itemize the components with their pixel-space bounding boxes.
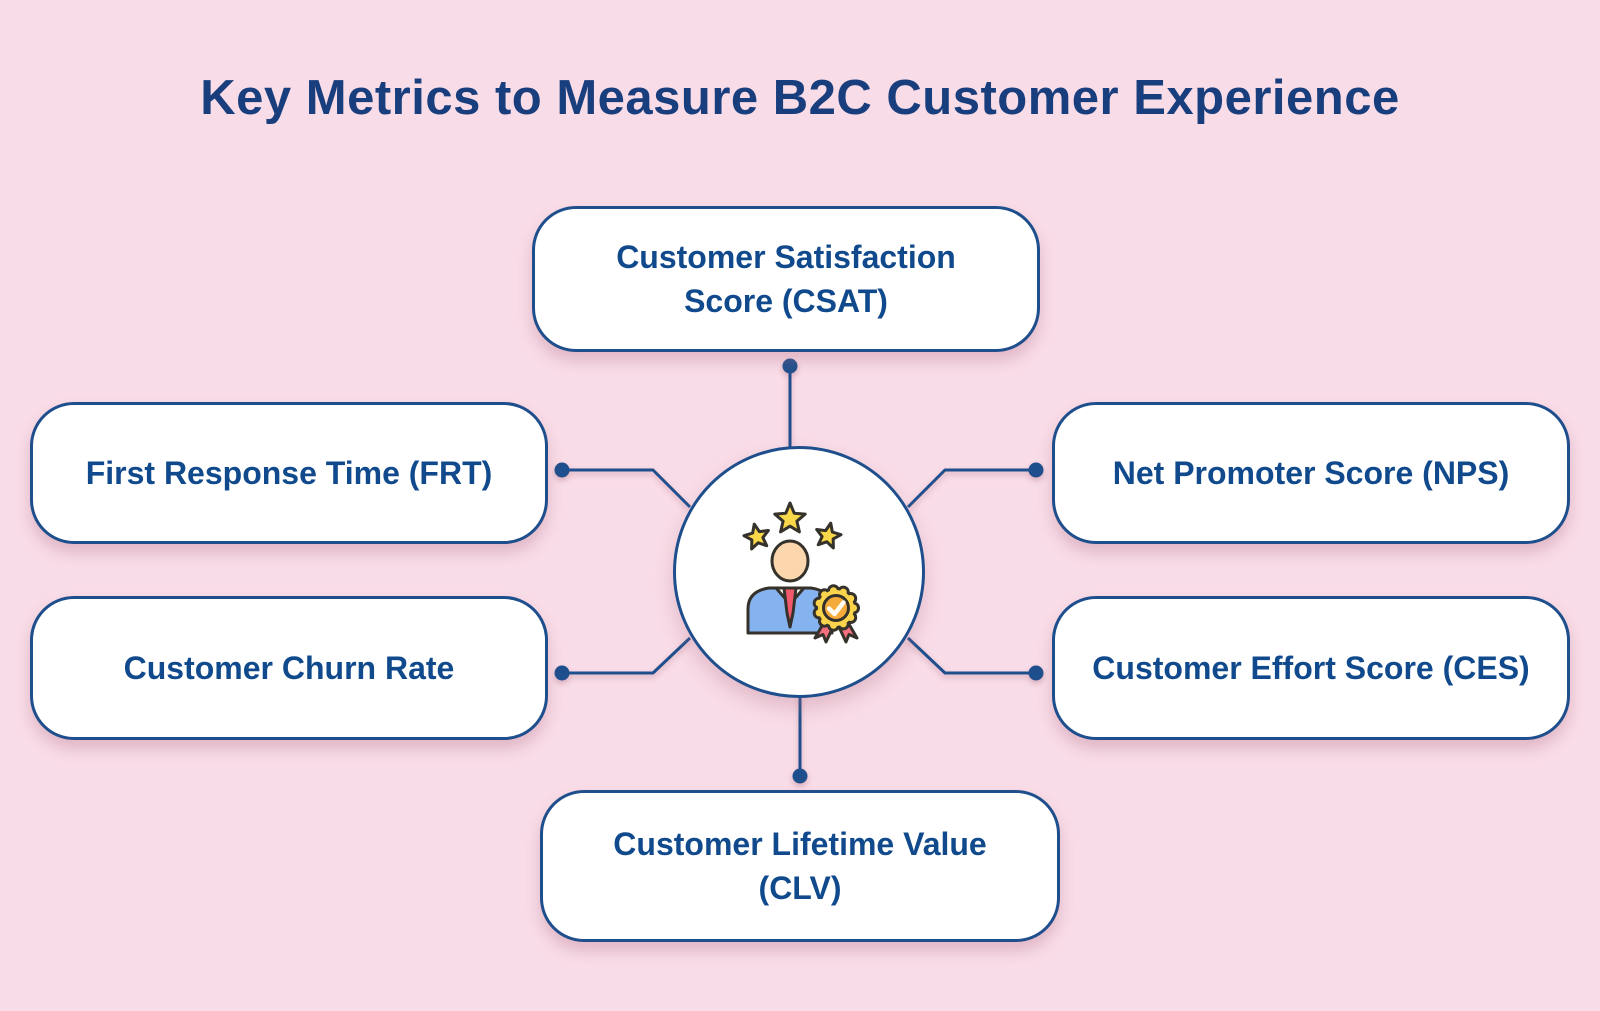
connector-nps [906, 468, 1036, 509]
metric-box-clv: Customer Lifetime Value (CLV) [540, 790, 1060, 942]
metric-box-csat: Customer Satisfaction Score (CSAT) [532, 206, 1040, 352]
connector-dot-nps [1028, 462, 1044, 478]
metric-box-churn: Customer Churn Rate [30, 596, 548, 740]
metric-label: Customer Churn Rate [123, 649, 455, 686]
customer-rating-icon [740, 501, 860, 644]
metric-label: Net Promoter Score (NPS) [1112, 454, 1510, 491]
connector-ces [906, 636, 1036, 675]
metric-label: Customer Satisfaction Score (CSAT) [616, 238, 956, 319]
page-title: Key Metrics to Measure B2C Customer Expe… [200, 71, 1400, 125]
connector-churn [562, 636, 692, 675]
connector-dot-frt [554, 462, 570, 478]
metric-box-frt: First Response Time (FRT) [30, 402, 548, 544]
metric-label: First Response Time (FRT) [85, 454, 493, 491]
connector-frt [562, 468, 692, 509]
metric-label: Customer Effort Score (CES) [1092, 649, 1530, 686]
badge-icon [812, 584, 860, 644]
center-hub-circle [673, 446, 925, 698]
connector-dot-clv [792, 768, 808, 784]
metric-label: Customer Lifetime Value (CLV) [613, 825, 987, 906]
metric-box-ces: Customer Effort Score (CES) [1052, 596, 1570, 740]
connector-dot-ces [1028, 665, 1044, 681]
metric-box-nps: Net Promoter Score (NPS) [1052, 402, 1570, 544]
connector-dot-churn [554, 665, 570, 681]
checkmark-icon [826, 600, 846, 617]
connector-dot-csat [782, 358, 798, 374]
